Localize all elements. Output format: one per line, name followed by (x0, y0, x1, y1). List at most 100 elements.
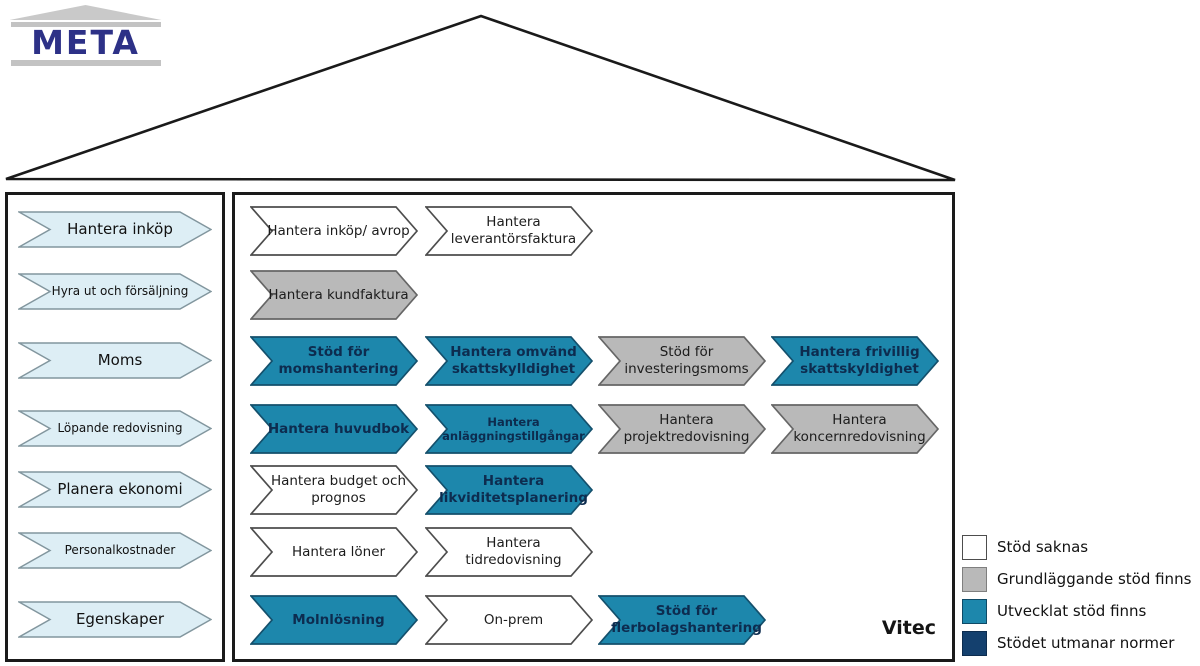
chevron-shape (250, 527, 418, 577)
chevron-shape (250, 404, 418, 454)
process-arrow: Hantera huvudbok (250, 404, 418, 454)
category-arrow: Planera ekonomi (18, 471, 212, 508)
process-arrow: On-prem (425, 595, 593, 645)
chevron-shape (425, 206, 593, 256)
process-arrow-label: Hantera budget och prognos (270, 473, 407, 506)
legend-swatch-basic (962, 566, 987, 592)
category-arrow: Egenskaper (18, 601, 212, 638)
process-arrow-label: Stöd för investeringsmoms (624, 344, 749, 377)
chevron-shape (425, 465, 593, 515)
process-arrow: Hantera budget och prognos (250, 465, 418, 515)
process-arrow-label: Hantera omvänd skattskylldighet (450, 344, 577, 377)
legend-item: Grundläggande stöd finns (962, 566, 1191, 592)
process-row: Molnlösning On-prem Stöd för flerbolagshan… (235, 595, 952, 645)
chevron-shape (425, 336, 593, 386)
chevron-shape (250, 336, 418, 386)
meta-logo: META (8, 5, 163, 77)
process-arrow: Hantera omvänd skattskylldighet (425, 336, 593, 386)
chevron-shape (18, 532, 212, 569)
process-row: Hantera budget och prognos Hantera likvid… (235, 465, 952, 515)
chevron-shape (250, 270, 418, 320)
house-roof (5, 14, 956, 182)
process-arrow: Hantera kundfaktura (250, 270, 418, 320)
process-arrow-label: Stöd för flerbolagshantering (611, 603, 762, 636)
meta-logo-text: META (31, 23, 140, 62)
legend-item: Stödet utmanar normer (962, 630, 1191, 656)
chevron-shape (771, 404, 939, 454)
process-arrow: Hantera projektredovisning (598, 404, 766, 454)
vendor-name: Vitec (881, 617, 936, 639)
process-row: Hantera löner Hantera tidredovisning (235, 527, 952, 577)
legend-swatch-developed (962, 598, 987, 624)
chevron-shape (425, 595, 593, 645)
process-arrow-label: Hantera löner (291, 543, 386, 560)
category-arrow: Moms (18, 342, 212, 379)
category-arrow-label: Hyra ut och försäljning (51, 284, 189, 298)
process-arrow: Hantera frivillig skattskyldighet (771, 336, 939, 386)
chevron-shape (250, 206, 418, 256)
chevron-shape (18, 273, 212, 310)
chevron-shape (18, 211, 212, 248)
process-arrow-label: Hantera leverantörsfaktura (450, 214, 577, 247)
meta-logo-top-bar (10, 22, 161, 27)
meta-logo-bottom-bar (10, 60, 161, 67)
legend-label: Utvecklat stöd finns (997, 602, 1147, 620)
process-arrow: Hantera anläggningstillgångar (425, 404, 593, 454)
process-panel: Vitec Hantera inköp/ avrop Hantera levera… (232, 192, 955, 662)
process-arrow-label: Hantera projektredovisning (623, 412, 750, 445)
legend-label: Stödet utmanar normer (997, 634, 1175, 652)
chevron-shape (771, 336, 939, 386)
process-arrow-label: Hantera tidredovisning (465, 535, 562, 568)
process-arrow: Stöd för flerbolagshantering (598, 595, 766, 645)
process-row: Hantera kundfaktura (235, 270, 952, 320)
legend-label: Stöd saknas (997, 538, 1089, 556)
chevron-shape (598, 404, 766, 454)
category-arrow-label: Planera ekonomi (57, 480, 183, 499)
chevron-shape (598, 595, 766, 645)
process-arrow: Hantera löner (250, 527, 418, 577)
category-arrow: Löpande redovisning (18, 410, 212, 447)
process-arrow: Hantera leverantörsfaktura (425, 206, 593, 256)
process-arrow-label: Hantera koncernredovisning (793, 412, 926, 445)
process-arrow-label: Molnlösning (292, 611, 385, 628)
category-arrow-label: Hantera inköp (67, 220, 173, 239)
category-arrow: Hyra ut och försäljning (18, 273, 212, 310)
category-arrow-label: Egenskaper (75, 610, 165, 629)
roof-outline (5, 14, 956, 182)
process-row: Hantera huvudbok Hantera anläggningstillg… (235, 404, 952, 454)
chevron-shape (250, 595, 418, 645)
chevron-shape (18, 342, 212, 379)
legend-item: Utvecklat stöd finns (962, 598, 1191, 624)
process-arrow-label: Hantera inköp/ avrop (267, 222, 410, 239)
legend-swatch-none (962, 534, 987, 560)
process-arrow-label: Hantera kundfaktura (268, 286, 409, 303)
process-arrow: Molnlösning (250, 595, 418, 645)
legend-label: Grundläggande stöd finns (997, 570, 1192, 588)
process-arrow: Hantera inköp/ avrop (250, 206, 418, 256)
chevron-shape (425, 404, 593, 454)
process-arrow-label: Hantera anläggningstillgångar (442, 414, 585, 443)
meta-logo-pediment-icon (9, 5, 162, 20)
chevron-shape (18, 471, 212, 508)
category-arrow-label: Löpande redovisning (57, 421, 183, 435)
process-arrow: Stöd för investeringsmoms (598, 336, 766, 386)
process-arrow: Hantera koncernredovisning (771, 404, 939, 454)
process-arrow-label: Hantera likviditetsplanering (439, 473, 588, 506)
chevron-shape (18, 601, 212, 638)
category-arrow: Personalkostnader (18, 532, 212, 569)
chevron-shape (598, 336, 766, 386)
process-arrow-label: On-prem (483, 611, 544, 628)
process-arrow: Hantera likviditetsplanering (425, 465, 593, 515)
legend-item: Stöd saknas (962, 534, 1191, 560)
process-arrow-label: Stöd för momshantering (278, 344, 399, 377)
process-arrow-label: Hantera frivillig skattskyldighet (799, 344, 920, 377)
category-arrow-label: Moms (97, 351, 143, 370)
chevron-shape (425, 527, 593, 577)
process-arrow: Stöd för momshantering (250, 336, 418, 386)
category-arrow-label: Personalkostnader (64, 543, 176, 557)
process-row: Hantera inköp/ avrop Hantera leverantörsf… (235, 206, 952, 256)
process-arrow-label: Hantera huvudbok (267, 420, 410, 437)
